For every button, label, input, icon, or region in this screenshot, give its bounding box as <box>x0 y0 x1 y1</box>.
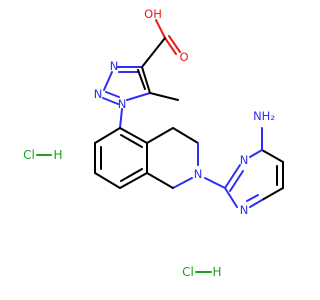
hcl-1-h: H <box>53 148 62 162</box>
bond-pyr-3 <box>261 149 284 163</box>
atom-label-n-pyrimidine-bottom: N <box>240 203 249 217</box>
bond-ring-a <box>146 127 174 144</box>
atom-label-oh: OH <box>144 7 162 21</box>
atom-label-nh2: NH₂ <box>253 109 275 123</box>
bond-ring-d <box>172 177 193 189</box>
bond-pyr-6 <box>249 199 263 208</box>
bond-ring-b <box>172 127 199 144</box>
bond-pyr-1 <box>224 164 241 189</box>
bond-acid-c <box>141 37 166 68</box>
bond-c-o-a <box>164 37 177 55</box>
bond-pyr-5 <box>261 187 284 201</box>
bond-pyr-7 <box>224 187 238 208</box>
bond-ring-e <box>146 172 174 189</box>
bond-n-c2 <box>204 177 226 189</box>
atom-label-n-iso: N <box>194 167 203 181</box>
atom-label-n-mid: N <box>94 87 103 101</box>
bond-c5-c4 <box>141 66 151 94</box>
bond-ar-4 <box>119 172 148 189</box>
molecule-structure: OH O N N N N N N NH₂ Cl H Cl H <box>23 7 284 279</box>
bond-methyl <box>149 92 179 101</box>
hcl-2-cl: Cl <box>182 265 194 279</box>
atom-label-n-pyrimidine-top: N <box>240 153 249 167</box>
atom-label-n-top: N <box>110 59 119 73</box>
atom-label-n-ring: N <box>118 97 127 111</box>
bond-ar-4-inner <box>120 168 143 182</box>
atom-labels: OH O N N N N N N NH₂ <box>94 7 275 217</box>
bond-n1-c5 <box>126 92 151 101</box>
bond-pyr-6-inner <box>246 194 259 202</box>
bond-n1-aryl <box>119 108 123 129</box>
bond-ar-6-inner <box>120 134 143 148</box>
bonds <box>36 19 284 273</box>
bond-n2-n1 <box>102 97 119 105</box>
bond-c4-c5-inner <box>137 69 146 90</box>
bond-ar-6 <box>119 127 148 144</box>
atom-label-o: O <box>179 50 188 64</box>
bond-pyr-1-inner <box>229 170 244 192</box>
hcl-2-h: H <box>212 265 221 279</box>
bond-c-oh <box>155 19 166 39</box>
hcl-1-cl: Cl <box>23 148 35 162</box>
hydrochloride-salts: Cl H Cl H <box>23 148 221 279</box>
bond-n2-n1-inner <box>105 91 120 98</box>
bond-ar-3 <box>94 172 121 189</box>
bond-n3-n2 <box>103 71 113 91</box>
bond-ar-1 <box>94 127 121 144</box>
bond-pyr-2 <box>249 149 263 158</box>
bond-c-o-b <box>168 35 181 53</box>
